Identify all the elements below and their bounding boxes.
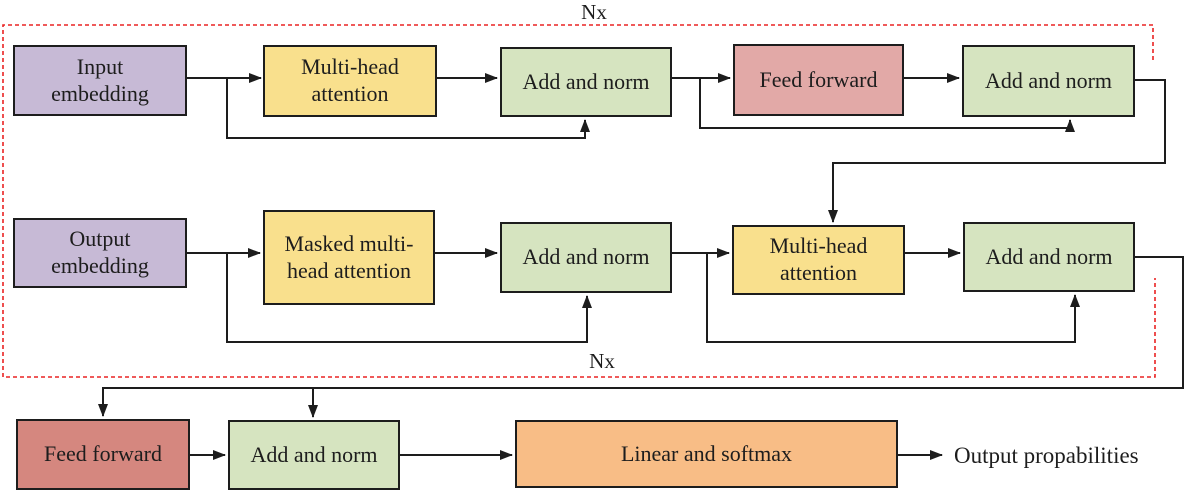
skip-addnorm3-to-addnorm4: [706, 253, 1080, 343]
skip-input-to-addnorm1: [226, 78, 590, 139]
encoder-add-and-norm-2-label: Add and norm: [984, 67, 1113, 93]
masked-multi-head-attention-box: Masked multi- head attention: [263, 210, 435, 305]
input-embedding-box: Input embedding: [13, 45, 187, 116]
linear-and-softmax-label: Linear and softmax: [620, 440, 793, 466]
nx-dashed-border: [2, 24, 1156, 378]
decoder-add-and-norm-1-box: Add and norm: [500, 222, 672, 293]
encoder-add-and-norm-2-box: Add and norm: [962, 45, 1135, 117]
decoder-add-and-norm-1-label: Add and norm: [522, 244, 650, 270]
decoder-add-and-norm-2-label: Add and norm: [985, 243, 1113, 269]
final-add-and-norm-box: Add and norm: [228, 420, 400, 490]
output-embedding-label: Output embedding: [51, 226, 149, 278]
output-probabilities-label: Output propabilities: [954, 443, 1139, 468]
skip-addnorm1-to-addnorm2: [699, 78, 1075, 132]
encoder-multi-head-attention-box: Multi-head attention: [263, 45, 437, 117]
skip-output-to-addnorm3: [226, 253, 592, 343]
decoder-multi-head-attention-label: Multi-head attention: [769, 233, 868, 285]
output-embedding-box: Output embedding: [13, 218, 187, 288]
encoder-feed-forward-label: Feed forward: [759, 66, 878, 92]
decoder-add-and-norm-2-box: Add and norm: [963, 222, 1135, 292]
encoder-feed-forward-box: Feed forward: [733, 44, 904, 116]
encoder-output-to-decoder-mha: [828, 79, 1166, 223]
final-feed-forward-label: Feed forward: [44, 441, 162, 467]
decoder-multi-head-attention-box: Multi-head attention: [732, 225, 905, 295]
final-add-and-norm-label: Add and norm: [250, 441, 378, 467]
masked-multi-head-attention-label: Masked multi- head attention: [284, 230, 414, 283]
input-embedding-label: Input embedding: [51, 53, 149, 106]
final-feed-forward-box: Feed forward: [16, 419, 190, 490]
nx-bottom-label: Nx: [589, 349, 615, 373]
decoder-output-to-final-feedforward: [98, 256, 1184, 417]
encoder-add-and-norm-1-label: Add and norm: [522, 68, 650, 94]
encoder-multi-head-attention-label: Multi-head attention: [301, 54, 399, 106]
linear-and-softmax-box: Linear and softmax: [515, 420, 898, 488]
nx-top-label: Nx: [581, 0, 607, 24]
encoder-add-and-norm-1-box: Add and norm: [500, 47, 672, 117]
